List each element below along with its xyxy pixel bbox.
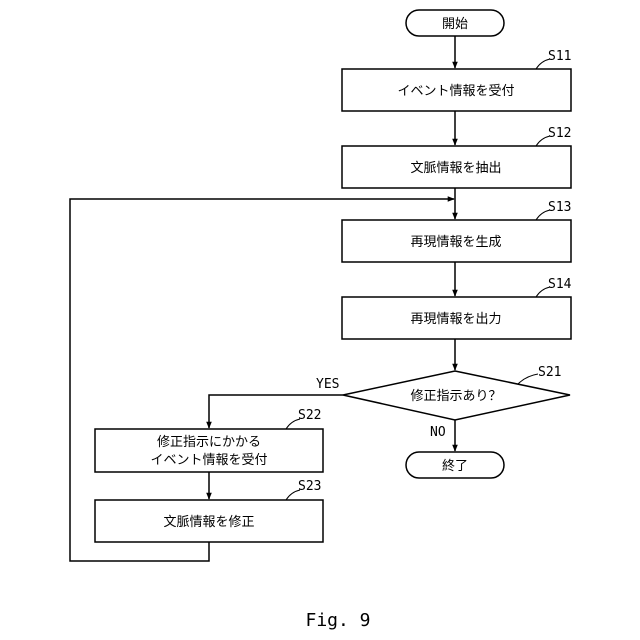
s12-label: 文脈情報を抽出 (410, 161, 501, 176)
s14-label: 再現情報を出力 (410, 312, 501, 327)
step-s11: イベント情報を受付 S11 (342, 49, 571, 111)
start-terminal: 開始 (406, 10, 504, 36)
s21-step-number: S21 (538, 365, 561, 380)
s21-leader (518, 374, 538, 384)
step-s13: 再現情報を生成 S13 (342, 200, 571, 262)
start-label: 開始 (442, 17, 468, 32)
s11-step-number: S11 (548, 49, 571, 64)
step-s14: 再現情報を出力 S14 (342, 277, 572, 339)
step-s12: 文脈情報を抽出 S12 (342, 126, 571, 188)
s21-label: 修正指示あり？ (410, 389, 501, 404)
s23-step-number: S23 (298, 479, 321, 494)
s13-label: 再現情報を生成 (410, 235, 501, 250)
decision-s21: 修正指示あり？ S21 (343, 365, 570, 420)
s23-label: 文脈情報を修正 (163, 515, 254, 530)
s11-label: イベント情報を受付 (397, 84, 514, 99)
no-branch-label: NO (430, 425, 446, 440)
s22-step-number: S22 (298, 408, 321, 423)
s22-label-line1: 修正指示にかかる (157, 435, 261, 450)
s13-step-number: S13 (548, 200, 571, 215)
end-label: 終了 (442, 458, 468, 474)
yes-branch-label: YES (316, 377, 339, 392)
s12-step-number: S12 (548, 126, 571, 141)
s22-label-line2: イベント情報を受付 (150, 453, 267, 468)
arrow-yes-to-s22 (209, 395, 343, 428)
s14-step-number: S14 (548, 277, 572, 292)
figure-caption: Fig. 9 (305, 610, 370, 631)
end-terminal: 終了 (406, 452, 504, 478)
